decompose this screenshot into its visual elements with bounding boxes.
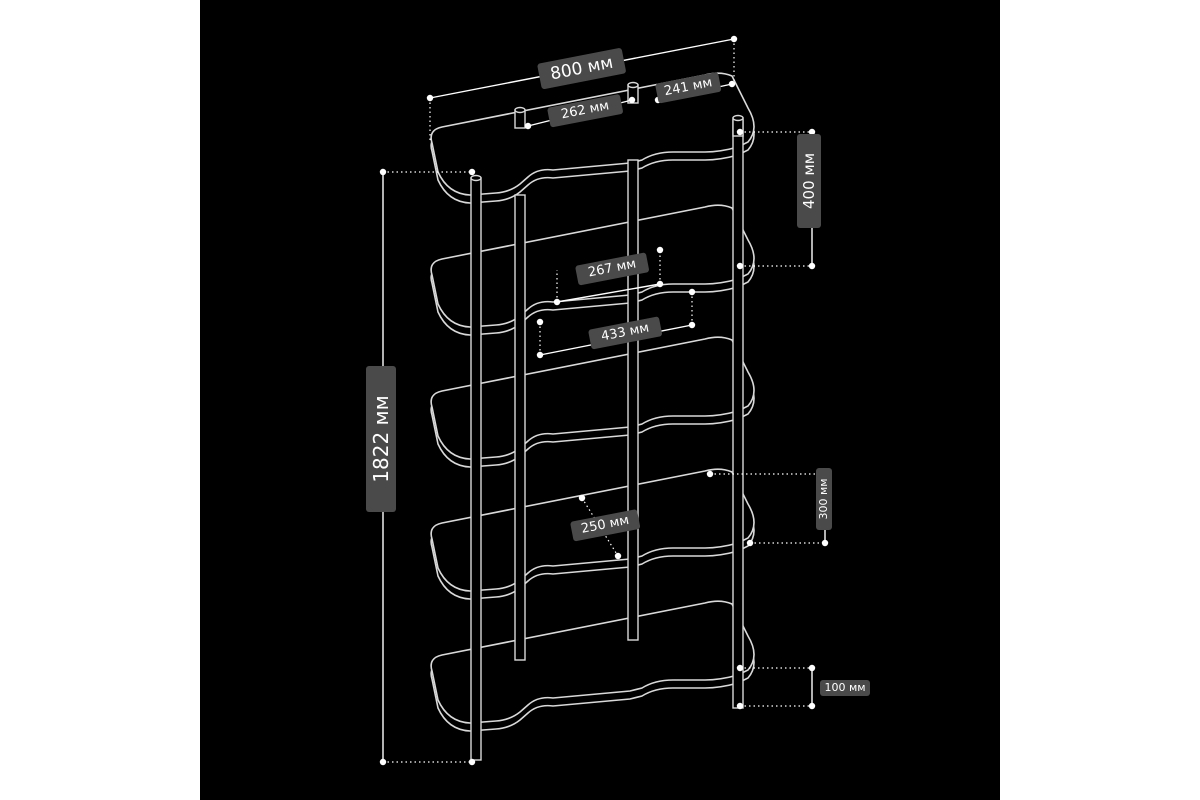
support-post <box>514 194 526 661</box>
dim-label-shelf-spacing-lower: 300 мм <box>816 468 832 530</box>
dimension-endpoint <box>736 128 744 136</box>
dimension-lines <box>379 35 829 766</box>
dimension-endpoint <box>736 262 744 270</box>
dimension-endpoint <box>706 470 714 478</box>
post-cap <box>732 114 744 122</box>
dimension-endpoint <box>688 288 696 296</box>
dimension-endpoint <box>628 96 636 104</box>
shelf-surface <box>430 600 755 724</box>
dimension-endpoint <box>536 318 544 326</box>
post-cap <box>470 174 482 182</box>
post-cap <box>627 81 639 89</box>
shelves <box>430 72 755 732</box>
dimension-endpoint <box>468 168 476 176</box>
dimension-endpoint <box>821 539 829 547</box>
support-post <box>470 177 482 761</box>
dimension-endpoint <box>614 552 622 560</box>
dim-label-total-height: 1822 мм <box>366 366 396 512</box>
dimension-endpoint <box>736 664 744 672</box>
shelf-surface <box>430 336 755 460</box>
dim-label-shelf-spacing-upper: 400 мм <box>797 134 821 228</box>
dimension-endpoint <box>808 702 816 710</box>
dimension-endpoint <box>578 494 586 502</box>
shelf-board <box>430 600 755 732</box>
dimension-line <box>556 283 661 303</box>
support-post <box>627 159 639 641</box>
dimension-endpoint <box>808 128 816 136</box>
dimension-endpoint <box>736 702 744 710</box>
dimension-endpoint <box>728 80 736 88</box>
shelf-unit-drawing <box>379 35 829 766</box>
dimension-endpoint <box>524 122 532 130</box>
dimension-endpoint <box>746 539 754 547</box>
dim-label-bottom-clearance: 100 мм <box>820 680 870 696</box>
shelf-board <box>430 336 755 468</box>
dimension-endpoint <box>808 262 816 270</box>
diagram-panel: 800 мм 262 мм 241 мм 400 мм 267 мм 433 м… <box>200 0 1000 800</box>
post-cap <box>514 106 526 114</box>
dimension-endpoint <box>468 758 476 766</box>
dimension-endpoint <box>656 246 664 254</box>
support-post <box>732 119 744 709</box>
dimension-endpoint <box>808 664 816 672</box>
